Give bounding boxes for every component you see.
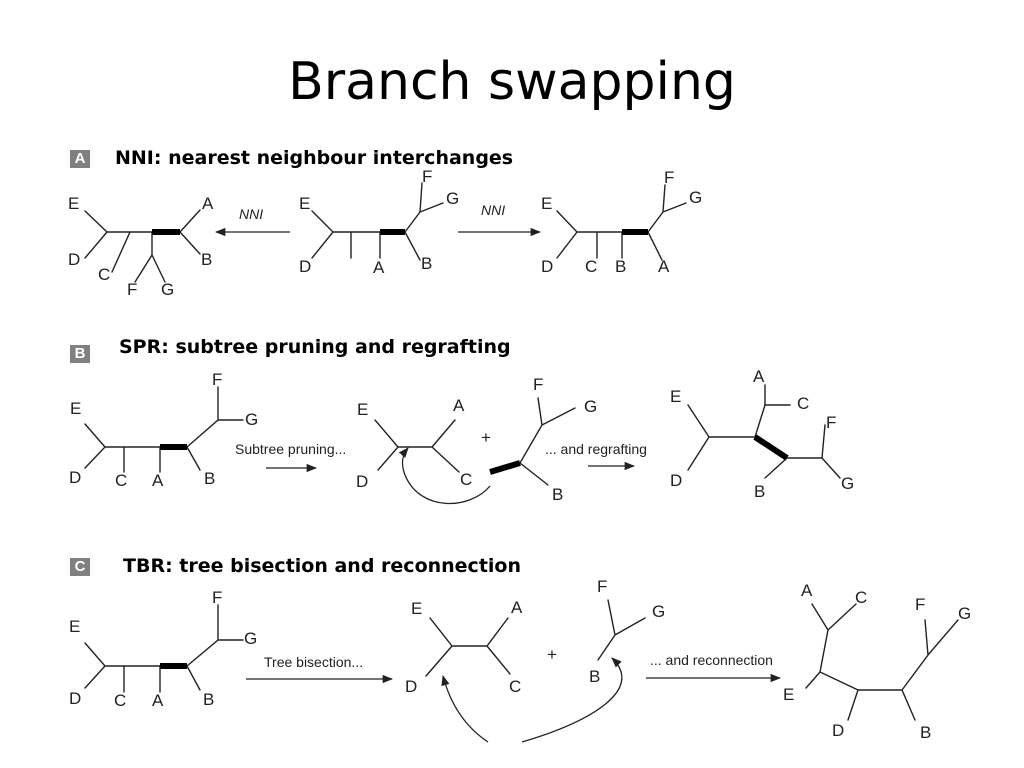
nni-arrow-right: NNI: [458, 202, 542, 237]
taxon-label-f: F: [915, 595, 925, 614]
taxon-label-f: F: [597, 577, 607, 596]
taxon-label-g: G: [584, 397, 597, 416]
tbr-result-tree: A C F G E D B: [783, 581, 971, 742]
taxon-label-f: F: [212, 370, 222, 389]
spr-pruned-subtree: F G B: [489, 375, 597, 504]
taxon-label-e: E: [541, 194, 552, 213]
taxon-label-e: E: [411, 599, 422, 618]
taxon-label-g: G: [446, 189, 459, 208]
nni-center-tree: E D A B F G: [299, 167, 459, 277]
spr-pruned-tree: E D A C: [356, 396, 491, 505]
section-a-badge: A: [70, 150, 90, 168]
taxon-label-b: B: [421, 254, 432, 273]
spr-regrafting-label: ... and regrafting: [545, 441, 647, 457]
taxon-label-b: B: [920, 723, 931, 742]
taxon-label-c: C: [460, 470, 472, 489]
taxon-label-e: E: [69, 617, 80, 636]
tbr-original-tree: E D C A B F G: [69, 588, 257, 710]
nni-label-left: NNI: [239, 206, 263, 222]
taxon-label-c: C: [98, 265, 110, 284]
tbr-left-subtree: E D A C: [405, 598, 523, 696]
nni-label-right: NNI: [481, 202, 505, 218]
taxon-label-a: A: [658, 257, 670, 276]
taxon-label-c: C: [114, 691, 126, 710]
tbr-bisection-label: Tree bisection...: [264, 654, 363, 670]
taxon-label-a: A: [753, 367, 765, 386]
taxon-label-c: C: [509, 677, 521, 696]
section-b-badge: B: [70, 345, 90, 363]
taxon-label-f: F: [127, 280, 137, 299]
taxon-label-d: D: [69, 689, 81, 708]
taxon-label-a: A: [801, 581, 813, 600]
plus-sign: +: [481, 428, 491, 447]
spr-original-tree: E D C A B F G: [69, 370, 258, 490]
taxon-label-d: D: [405, 677, 417, 696]
spr-pruning-label: Subtree pruning...: [235, 441, 346, 457]
spr-result-tree: E D A C F B G: [670, 367, 854, 501]
taxon-label-f: F: [212, 588, 222, 607]
taxon-label-a: A: [152, 691, 164, 710]
nni-left-tree: E D C F G A B: [68, 194, 214, 299]
taxon-label-e: E: [68, 194, 79, 213]
nni-arrow-left: NNI: [214, 206, 290, 237]
taxon-label-e: E: [357, 400, 368, 419]
slide-title: Branch swapping: [288, 52, 736, 112]
taxon-label-b: B: [615, 257, 626, 276]
taxon-label-c: C: [585, 257, 597, 276]
taxon-label-a: A: [511, 598, 523, 617]
taxon-label-a: A: [453, 396, 465, 415]
taxon-label-e: E: [299, 194, 310, 213]
spr-pruning-arrow: Subtree pruning...: [235, 441, 346, 473]
tbr-reconnect-curve: [441, 657, 623, 743]
taxon-label-a: A: [373, 258, 385, 277]
taxon-label-a: A: [152, 471, 164, 490]
taxon-label-e: E: [70, 399, 81, 418]
taxon-label-b: B: [552, 485, 563, 504]
taxon-label-c: C: [855, 588, 867, 607]
section-b-heading: SPR: subtree pruning and regrafting: [119, 336, 511, 358]
taxon-label-f: F: [826, 413, 836, 432]
taxon-label-b: B: [754, 482, 765, 501]
nni-right-tree: E D C B A F G: [541, 168, 702, 276]
tbr-right-subtree: F G B: [589, 577, 665, 686]
taxon-label-f: F: [664, 168, 674, 187]
taxon-label-g: G: [689, 188, 702, 207]
taxon-label-b: B: [204, 469, 215, 488]
section-c-badge: C: [70, 558, 90, 576]
taxon-label-d: D: [356, 472, 368, 491]
taxon-label-g: G: [244, 629, 257, 648]
taxon-label-a: A: [202, 194, 214, 213]
taxon-label-e: E: [670, 387, 681, 406]
taxon-label-c: C: [115, 471, 127, 490]
taxon-label-d: D: [541, 257, 553, 276]
section-c-heading: TBR: tree bisection and reconnection: [123, 555, 521, 577]
taxon-label-g: G: [161, 280, 174, 299]
taxon-label-g: G: [245, 410, 258, 429]
tbr-reconnection-arrow: ... and reconnection: [646, 652, 782, 683]
plus-sign: +: [547, 645, 557, 664]
taxon-label-b: B: [589, 667, 600, 686]
taxon-label-d: D: [832, 721, 844, 740]
section-a-heading: NNI: nearest neighbour interchanges: [115, 147, 514, 169]
taxon-label-d: D: [68, 250, 80, 269]
tbr-reconnection-label: ... and reconnection: [650, 652, 773, 668]
taxon-label-g: G: [841, 474, 854, 493]
taxon-label-g: G: [652, 602, 665, 621]
taxon-label-b: B: [201, 250, 212, 269]
taxon-label-e: E: [783, 685, 794, 704]
taxon-label-d: D: [299, 257, 311, 276]
taxon-label-f: F: [533, 375, 543, 394]
taxon-label-g: G: [958, 604, 971, 623]
taxon-label-d: D: [69, 468, 81, 487]
spr-regrafting-arrow: ... and regrafting: [545, 441, 647, 471]
taxon-label-d: D: [670, 471, 682, 490]
tbr-bisection-arrow: Tree bisection...: [246, 654, 394, 684]
taxon-label-c: C: [797, 394, 809, 413]
taxon-label-b: B: [203, 690, 214, 709]
taxon-label-f: F: [422, 167, 432, 186]
